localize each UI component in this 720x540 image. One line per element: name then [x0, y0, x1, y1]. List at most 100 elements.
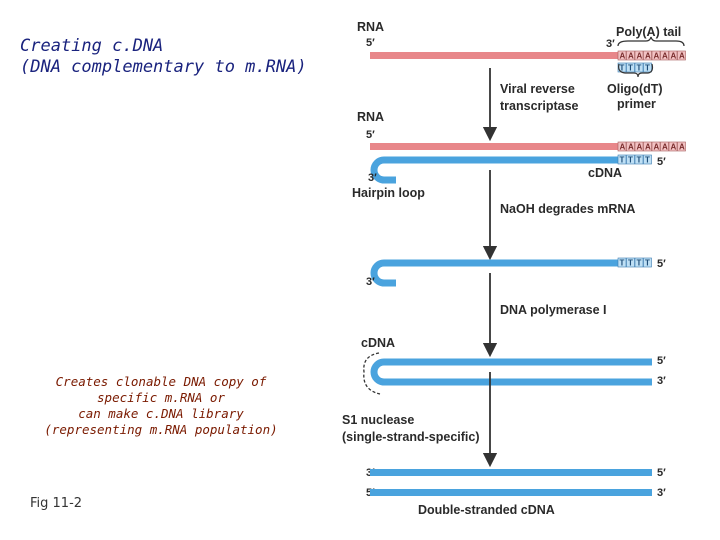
mrna-strand-1	[370, 52, 618, 59]
oligo-dt-box	[626, 62, 635, 73]
final-label: Double-stranded cDNA	[418, 503, 555, 517]
oligo-dt-letter: T	[620, 259, 625, 268]
poly-a-letter: A	[628, 52, 634, 61]
poly-a-box	[634, 141, 644, 152]
title-line-1: Creating c.DNA	[20, 36, 164, 56]
oligo-dt-letter: T	[628, 259, 633, 268]
step4-label-1: S1 nuclease	[342, 413, 414, 427]
cdna-5prime-2: 5′	[657, 258, 666, 270]
oligo-dt-brace	[618, 63, 654, 78]
cdna-label-2: cDNA	[361, 336, 395, 350]
rna-label-2: RNA	[357, 110, 384, 124]
mrna-strand-2	[370, 143, 618, 150]
oligo-dt-box	[626, 257, 635, 268]
poly-a-letter: A	[679, 52, 685, 61]
slide-title: Creating c.DNA (DNA complementary to m.R…	[20, 36, 350, 78]
poly-a-box	[677, 141, 686, 152]
poly-a-box	[643, 141, 652, 152]
poly-a-box	[651, 50, 661, 61]
poly-a-letter: A	[671, 143, 677, 152]
ds-cdna-hairpin	[370, 358, 652, 386]
cdna-label-1: cDNA	[588, 166, 622, 180]
oligo-dt-box	[634, 154, 644, 165]
final-strand-top	[370, 469, 652, 476]
oligo-dt-letter: T	[645, 64, 650, 73]
cdna-3prime-2: 3′	[366, 276, 375, 288]
poly-a-letter: A	[645, 143, 651, 152]
final-3prime-right: 3′	[657, 487, 666, 499]
oligo-dt-box	[626, 154, 635, 165]
oligo-dt-letter: T	[628, 64, 633, 73]
poly-a-box	[643, 50, 652, 61]
poly-a-box	[626, 50, 635, 61]
poly-a-box	[668, 141, 678, 152]
oligo-dt-letter: T	[645, 259, 650, 268]
rna-label-1: RNA	[357, 20, 384, 34]
oligo-dt-letter: T	[645, 156, 650, 165]
poly-a-box	[660, 50, 669, 61]
rna-5prime-1: 5′	[366, 37, 375, 49]
poly-a-letter: A	[654, 143, 660, 152]
oligo-dt-box	[617, 154, 627, 165]
poly-a-box	[651, 141, 661, 152]
poly-a-letter: A	[679, 143, 685, 152]
final-5prime-right: 5′	[657, 467, 666, 479]
oligo-dt-label-2: primer	[617, 97, 656, 111]
cdna-hairpin-1	[370, 156, 618, 184]
oligo-dt-letter: T	[637, 64, 642, 73]
rna-5prime-2: 5′	[366, 129, 375, 141]
step1-label-2: transcriptase	[500, 99, 579, 113]
rna-3prime-1: 3′	[606, 38, 615, 50]
final-strand-bottom	[370, 489, 652, 496]
poly-a-letter: A	[645, 52, 651, 61]
oligo-dt-box	[617, 257, 627, 268]
s1-cut-site-outline	[363, 352, 381, 395]
poly-a-letter: A	[662, 143, 668, 152]
oligo-dt-box	[643, 62, 652, 73]
oligo-dt-letter: T	[620, 156, 625, 165]
poly-a-box	[634, 50, 644, 61]
oligo-dt-letter: T	[620, 64, 625, 73]
hairpin-loop-label: Hairpin loop	[352, 186, 425, 200]
step1-label-1: Viral reverse	[500, 82, 575, 96]
poly-a-brace	[617, 36, 685, 47]
caption: Creates clonable DNA copy of specific m.…	[30, 374, 292, 438]
poly-a-letter: A	[662, 52, 668, 61]
poly-a-box	[617, 141, 627, 152]
poly-a-letter: A	[620, 52, 626, 61]
oligo-dt-box	[643, 257, 652, 268]
step2-label: NaOH degrades mRNA	[500, 202, 635, 216]
caption-line-3: can make c.DNA library	[78, 406, 244, 421]
ds-3prime-bottom: 3′	[657, 375, 666, 387]
cdna-5prime-1: 5′	[657, 156, 666, 168]
oligo-dt-box	[634, 62, 644, 73]
poly-a-letter: A	[620, 143, 626, 152]
poly-a-box	[626, 141, 635, 152]
oligo-dt-letter: T	[637, 259, 642, 268]
oligo-dt-letter: T	[628, 156, 633, 165]
oligo-dt-letter: T	[637, 156, 642, 165]
caption-line-4: (representing m.RNA population)	[44, 422, 278, 437]
poly-a-tail-label: Poly(A) tail	[616, 25, 681, 39]
figure-reference: Fig 11-2	[30, 496, 83, 511]
poly-a-box	[660, 141, 669, 152]
ds-5prime-top: 5′	[657, 355, 666, 367]
oligo-dt-label-1: Oligo(dT)	[607, 82, 663, 96]
step4-label-2: (single-strand-specific)	[342, 430, 480, 444]
step3-label: DNA polymerase I	[500, 303, 607, 317]
cdna-hairpin-2	[370, 259, 618, 287]
title-line-2: (DNA complementary to m.RNA)	[20, 57, 307, 77]
cdna-3prime-1: 3′	[368, 172, 377, 184]
poly-a-letter: A	[637, 52, 643, 61]
poly-a-box	[668, 50, 678, 61]
oligo-dt-box	[643, 154, 652, 165]
poly-a-letter: A	[637, 143, 643, 152]
poly-a-letter: A	[671, 52, 677, 61]
poly-a-box	[677, 50, 686, 61]
